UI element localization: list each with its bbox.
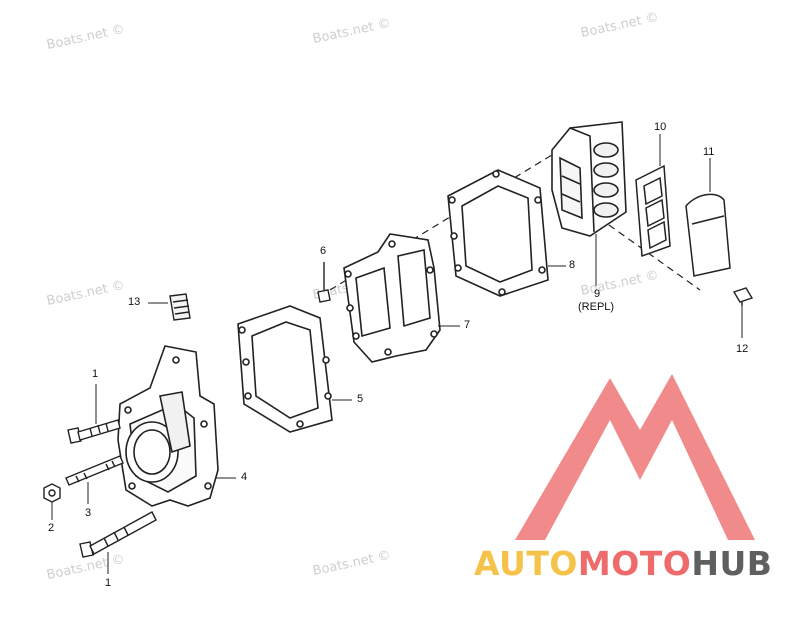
logo-auto: AUTO <box>474 544 578 583</box>
logo-wordmark: AUTOMOTOHUB <box>474 544 772 583</box>
callout-11: 11 <box>703 146 715 158</box>
callout-9-subtitle: (REPL) <box>578 301 615 313</box>
callout-6: 6 <box>320 245 327 257</box>
part-2-nut <box>43 483 61 503</box>
callout-12: 12 <box>736 343 749 355</box>
part-10-reed-petals <box>635 164 671 258</box>
part-3-stud <box>65 455 124 486</box>
callout-5: 5 <box>357 393 364 405</box>
part-11-reed-stop-plate <box>685 193 731 277</box>
callout-9: 9 <box>594 288 601 300</box>
logo-hub: HUB <box>691 544 773 583</box>
logo-moto: MOTO <box>577 544 692 583</box>
callout-2: 2 <box>48 522 55 534</box>
callout-1: 1 <box>92 368 99 380</box>
callout-10: 10 <box>654 121 667 133</box>
callout-4: 4 <box>241 471 248 483</box>
callout-8: 8 <box>569 259 576 271</box>
part-4-intake-housing <box>117 345 219 507</box>
part-5-gasket <box>237 305 333 433</box>
part-1-bolt <box>79 511 157 558</box>
part-13-reed-stop <box>169 293 191 321</box>
part-9-reed-block <box>551 121 627 237</box>
part-12-screw <box>732 287 754 306</box>
part-7-reed-plate <box>343 233 441 363</box>
callout-1: 1 <box>105 577 112 589</box>
part-6-screw <box>317 262 331 303</box>
logo-mark <box>515 374 755 540</box>
part-1-bolt <box>67 419 121 444</box>
alignment-line <box>329 149 561 291</box>
part-8-gasket <box>447 169 549 297</box>
callout-13: 13 <box>128 296 141 308</box>
callout-3: 3 <box>85 507 92 519</box>
callout-7: 7 <box>464 319 471 331</box>
